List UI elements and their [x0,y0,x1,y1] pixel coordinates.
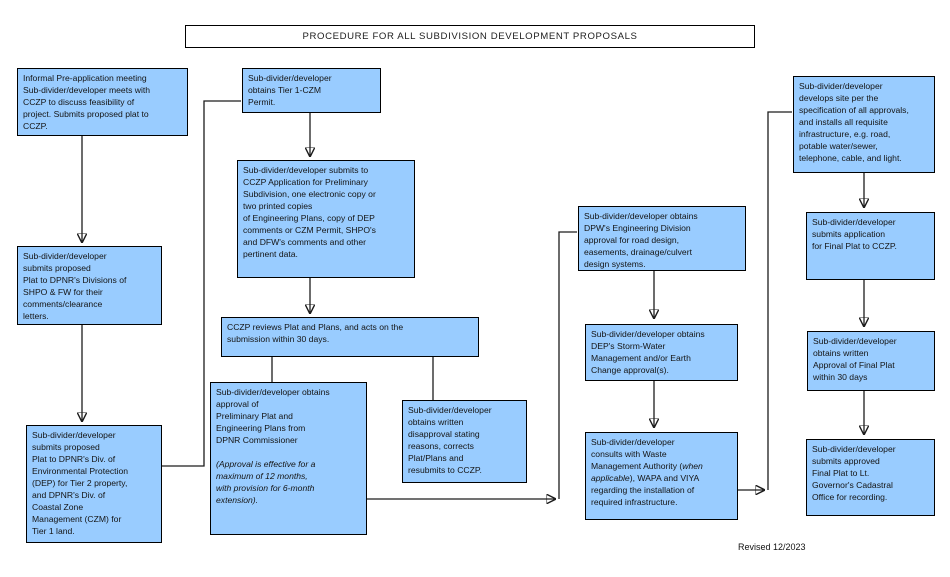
box-written-disapproval: Sub-divider/developer obtains written di… [402,400,527,483]
box-text: Sub-divider/developer submits to CCZP Ap… [243,165,376,259]
box-dpw-engineering-approval: Sub-divider/developer obtains DPW's Engi… [578,206,746,271]
box-text: Sub-divider/developer obtains written di… [408,405,492,475]
box-dep-czm-submission: Sub-divider/developer submits proposed P… [26,425,162,543]
box-text: Sub-divider/developer submits proposed P… [32,430,129,536]
diagram-title-text: PROCEDURE FOR ALL SUBDIVISION DEVELOPMEN… [302,31,638,42]
box-storm-water-earth-change: Sub-divider/developer obtains DEP's Stor… [585,324,738,381]
box-text: Sub-divider/developer develops site per … [799,81,909,163]
box-text: Sub-divider/developer consults with Wast… [591,437,683,471]
box-text: Sub-divider/developer obtains written Ap… [813,336,897,382]
connector-depczm-to-tier1 [162,100,241,467]
box-cadastral-recording: Sub-divider/developer submits approved F… [806,439,935,516]
box-text: Informal Pre-application meeting Sub-div… [23,73,151,131]
box-text: ), WAPA and VIYA regarding the installat… [591,473,700,507]
box-waste-wapa-viya-consult: Sub-divider/developer consults with Wast… [585,432,738,520]
box-text: Sub-divider/developer obtains approval o… [216,387,330,445]
box-text: Sub-divider/developer submits applicatio… [812,217,897,251]
box-text: Sub-divider/developer submits approved F… [812,444,896,502]
box-preliminary-approval: Sub-divider/developer obtains approval o… [210,382,367,535]
box-text-italic: (Approval is effective for a maximum of … [216,459,316,505]
box-cczp-reviews: CCZP reviews Plat and Plans, and acts on… [221,317,479,357]
box-final-plat-approval: Sub-divider/developer obtains written Ap… [807,331,935,391]
connector-approval-to-dpw [558,231,577,499]
box-preliminary-subdivision-application: Sub-divider/developer submits to CCZP Ap… [237,160,415,278]
revision-note: Revised 12/2023 [738,542,806,552]
box-preapplication-meeting: Informal Pre-application meeting Sub-div… [17,68,188,136]
box-text: Sub-divider/developer obtains DEP's Stor… [591,329,705,375]
box-final-plat-application: Sub-divider/developer submits applicatio… [806,212,935,280]
connector-waste-to-develop [767,111,792,490]
box-shpo-fw-clearance: Sub-divider/developer submits proposed P… [17,246,162,325]
box-tier1-czm-permit: Sub-divider/developer obtains Tier 1-CZM… [242,68,381,113]
box-text: CCZP reviews Plat and Plans, and acts on… [227,322,404,344]
box-site-development: Sub-divider/developer develops site per … [793,76,935,173]
box-text: Sub-divider/developer submits proposed P… [23,251,127,321]
diagram-title: PROCEDURE FOR ALL SUBDIVISION DEVELOPMEN… [185,25,755,48]
box-text: Sub-divider/developer obtains Tier 1-CZM… [248,73,332,107]
box-text-italic: when applicable [591,461,703,483]
box-text: Sub-divider/developer obtains DPW's Engi… [584,211,698,269]
